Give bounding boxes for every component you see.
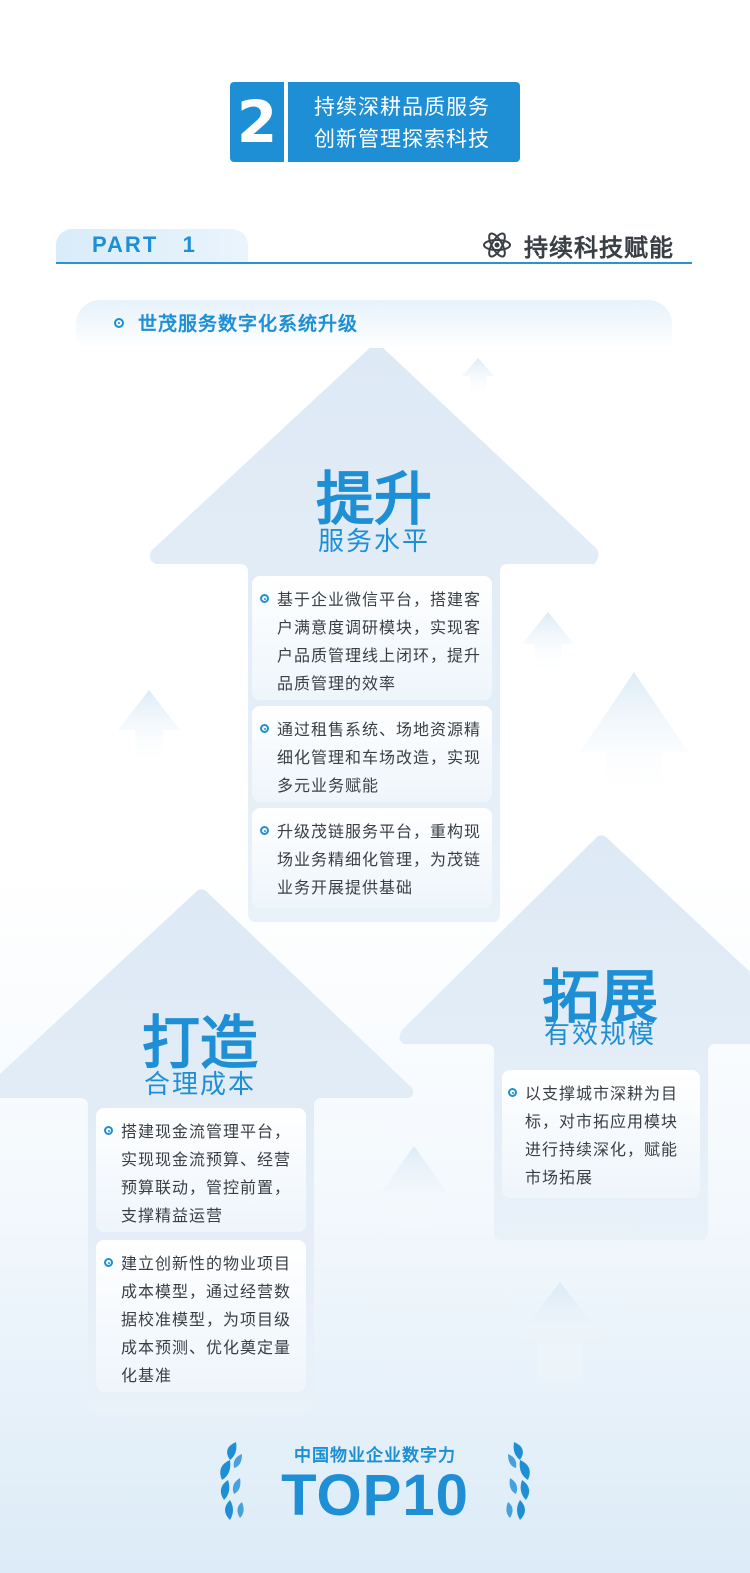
bullet-icon <box>260 594 269 603</box>
bullet-text: 升级茂链服务平台，重构现场业务精细化管理，为茂链业务开展提供基础 <box>277 822 482 897</box>
arrow-1-card-3: 升级茂链服务平台，重构现场业务精细化管理，为茂链业务开展提供基础 <box>252 808 492 908</box>
bullet-icon <box>104 1258 113 1267</box>
deco-arrow-icon <box>580 672 688 800</box>
atom-icon <box>483 232 511 258</box>
bullet-text: 以支撑城市深耕为目标，对市拓应用模块进行持续深化，赋能市场拓展 <box>525 1084 679 1187</box>
part-title: 持续科技赋能 <box>524 234 674 262</box>
deco-arrow-icon <box>378 1146 450 1232</box>
arrow-1-subtitle: 服务水平 <box>317 527 430 557</box>
part-tab <box>56 229 248 262</box>
arrow-3-title: 拓展 <box>541 963 658 1031</box>
deco-arrow-icon <box>462 358 494 398</box>
section-title: 持续深耕品质服务 创新管理探索科技 <box>288 82 520 162</box>
arrow-3-card-1: 以支撑城市深耕为目标，对市拓应用模块进行持续深化，赋能市场拓展 <box>502 1070 700 1198</box>
arrow-3-subtitle: 有效规模 <box>543 1020 656 1050</box>
arrow-2-card-1: 搭建现金流管理平台，实现现金流预算、经营预算联动，管控前置，支撑精益运营 <box>96 1108 306 1232</box>
banner <box>76 300 672 348</box>
bullet-icon <box>508 1088 517 1097</box>
bullet-icon <box>104 1126 113 1135</box>
banner-text: 世茂服务数字化系统升级 <box>138 313 359 335</box>
bullet-text: 建立创新性的物业项目成本模型，通过经营数据校准模型，为项目级成本预测、优化奠定量… <box>121 1254 292 1385</box>
laurel-right-icon <box>506 1442 530 1520</box>
deco-arrow-icon <box>118 690 180 768</box>
bullet-icon <box>260 724 269 733</box>
arrow-2-title: 打造 <box>141 1009 258 1077</box>
award-title: TOP10 <box>281 1463 469 1528</box>
part-label: PART 1 <box>92 232 197 257</box>
arrow-1-card-1: 基于企业微信平台，搭建客户满意度调研模块，实现客户品质管理线上闭环，提升品质管理… <box>252 576 492 700</box>
arrow-2-card-2: 建立创新性的物业项目成本模型，通过经营数据校准模型，为项目级成本预测、优化奠定量… <box>96 1240 306 1392</box>
arrow-1-title: 提升 <box>315 465 432 533</box>
deco-arrow-icon <box>522 612 574 676</box>
bullet-text: 通过租售系统、场地资源精细化管理和车场改造，实现多元业务赋能 <box>277 720 482 795</box>
section-title-line2: 创新管理探索科技 <box>314 127 490 151</box>
section-header: 2 持续深耕品质服务 创新管理探索科技 <box>230 82 520 162</box>
arrow-1-card-2: 通过租售系统、场地资源精细化管理和车场改造，实现多元业务赋能 <box>252 706 492 802</box>
part-divider <box>56 262 692 264</box>
section-title-line1: 持续深耕品质服务 <box>314 95 490 119</box>
deco-arrow-icon <box>516 1282 604 1390</box>
award-subtitle: 中国物业企业数字力 <box>294 1446 456 1466</box>
bullet-icon <box>114 318 124 328</box>
bullet-text: 搭建现金流管理平台，实现现金流预算、经营预算联动，管控前置，支撑精益运营 <box>121 1122 292 1225</box>
arrow-2-subtitle: 合理成本 <box>143 1070 256 1100</box>
bullet-text: 基于企业微信平台，搭建客户满意度调研模块，实现客户品质管理线上闭环，提升品质管理… <box>277 590 482 693</box>
bullet-icon <box>260 826 269 835</box>
section-number: 2 <box>230 82 284 162</box>
laurel-left-icon <box>220 1442 244 1520</box>
